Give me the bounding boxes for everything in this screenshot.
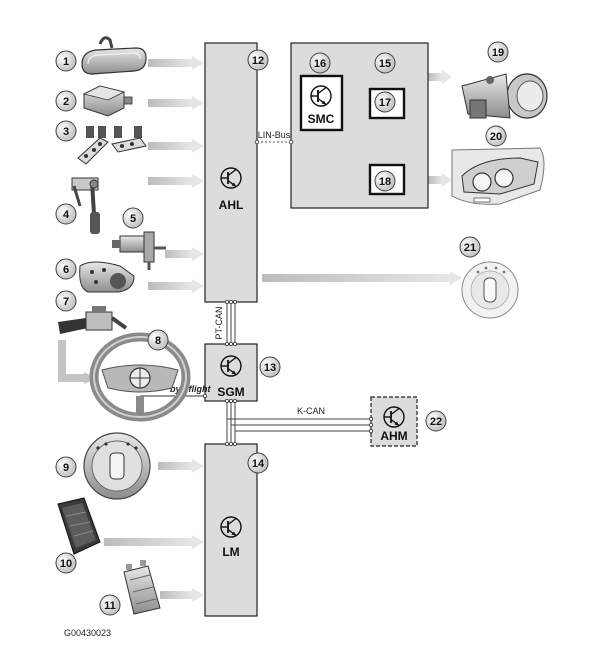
callout-6: 6	[55, 258, 77, 280]
arrow-11	[160, 588, 204, 602]
callout-2: 2	[55, 90, 77, 112]
light-switch-icon	[83, 432, 151, 500]
callout-number: 22	[430, 416, 442, 428]
arrow-4	[148, 174, 204, 188]
callout-number: 15	[379, 58, 391, 70]
callout-number: 9	[63, 462, 69, 474]
callout-number: 20	[490, 131, 502, 143]
arrow-10	[104, 535, 204, 549]
arrow-9	[158, 459, 204, 473]
light-control-knob-icon	[461, 261, 519, 319]
rain-light-sensor-icon	[82, 85, 133, 117]
callout-4: 4	[55, 203, 77, 225]
yaw-rate-sensor-icon	[79, 261, 135, 293]
callout-number: 14	[252, 458, 265, 470]
callout-15: 15	[374, 52, 396, 74]
lin-bus-label: LIN-Bus	[258, 130, 291, 140]
headlight-icon	[451, 147, 545, 205]
sgm-label: SGM	[217, 385, 244, 399]
callout-12: 12	[247, 49, 269, 71]
callout-number: 2	[63, 96, 69, 108]
callout-number: 16	[314, 58, 326, 70]
pt-can-line: PT-CAN	[214, 299, 237, 346]
callout-20: 20	[485, 125, 507, 147]
callout-number: 11	[104, 600, 116, 612]
ahm-module[interactable]: AHM	[370, 396, 418, 447]
callout-16: 16	[309, 52, 331, 74]
steering-angle-sensor-icon	[112, 231, 166, 270]
light-module-icon	[57, 497, 101, 555]
callout-9: 9	[55, 456, 77, 478]
pt-can-label: PT-CAN	[214, 306, 224, 339]
callout-18: 18	[374, 170, 396, 192]
arrow-ahl-to-21	[262, 271, 462, 285]
callout-number: 21	[464, 242, 476, 254]
callout-number: 12	[252, 55, 264, 67]
callout-number: 18	[379, 176, 391, 188]
callout-number: 7	[63, 296, 69, 308]
steering-column-switch-icon	[58, 306, 128, 334]
callout-13: 13	[259, 356, 281, 378]
byteflight-label: byteflight	[170, 384, 211, 394]
callout-number: 17	[379, 97, 391, 109]
callout-number: 6	[63, 264, 69, 276]
callout-number: 10	[60, 558, 72, 570]
rear-view-mirror-icon	[81, 36, 147, 75]
arrow-6	[148, 279, 204, 293]
ahl-label: AHL	[219, 198, 244, 212]
ride-height-sensors-icon	[77, 126, 147, 165]
callout-8: 8	[147, 329, 169, 351]
ahm-label: AHM	[380, 429, 407, 443]
callout-3: 3	[55, 120, 77, 142]
callout-number: 19	[492, 47, 504, 59]
callout-19: 19	[487, 41, 509, 63]
callout-22: 22	[425, 410, 447, 432]
callout-1: 1	[55, 50, 77, 72]
callout-number: 4	[63, 209, 70, 221]
callout-number: 13	[264, 362, 276, 374]
callout-17: 17	[374, 91, 396, 113]
smc-module[interactable]: SMC	[299, 74, 344, 132]
arrow-15-to-20	[428, 173, 452, 187]
document-id: G00430023	[64, 628, 112, 638]
sgm-module[interactable]: SGM	[204, 343, 258, 402]
arrow-3	[148, 139, 204, 153]
callout-number: 1	[63, 56, 69, 68]
callout-5: 5	[122, 207, 144, 229]
byteflight-line: byteflight	[140, 384, 211, 398]
steering-wheel-icon	[89, 332, 191, 422]
lm-label: LM	[222, 545, 239, 559]
smc-label: SMC	[308, 112, 335, 126]
arrow-15-to-19	[428, 70, 452, 84]
xenon-projector-icon	[461, 73, 548, 119]
callout-number: 8	[155, 335, 161, 347]
callout-11: 11	[99, 594, 121, 616]
callout-number: 5	[130, 213, 136, 225]
callout-14: 14	[247, 452, 269, 474]
lm-module[interactable]: LM	[204, 443, 258, 617]
lin-bus-line: LIN-Bus	[254, 130, 294, 145]
arrow-2	[148, 96, 204, 110]
k-can-label: K-CAN	[297, 406, 325, 416]
pedal-assembly-icon	[71, 177, 100, 234]
callout-21: 21	[459, 236, 481, 258]
callout-7: 7	[55, 290, 77, 312]
arrow-1	[148, 56, 204, 70]
arrow-5	[165, 247, 204, 261]
callout-10: 10	[55, 552, 77, 574]
callout-number: 3	[63, 126, 69, 138]
k-can-line: K-CAN	[224, 398, 373, 446]
ahl-module[interactable]: AHL	[204, 42, 258, 303]
footwell-module-icon	[123, 560, 161, 615]
